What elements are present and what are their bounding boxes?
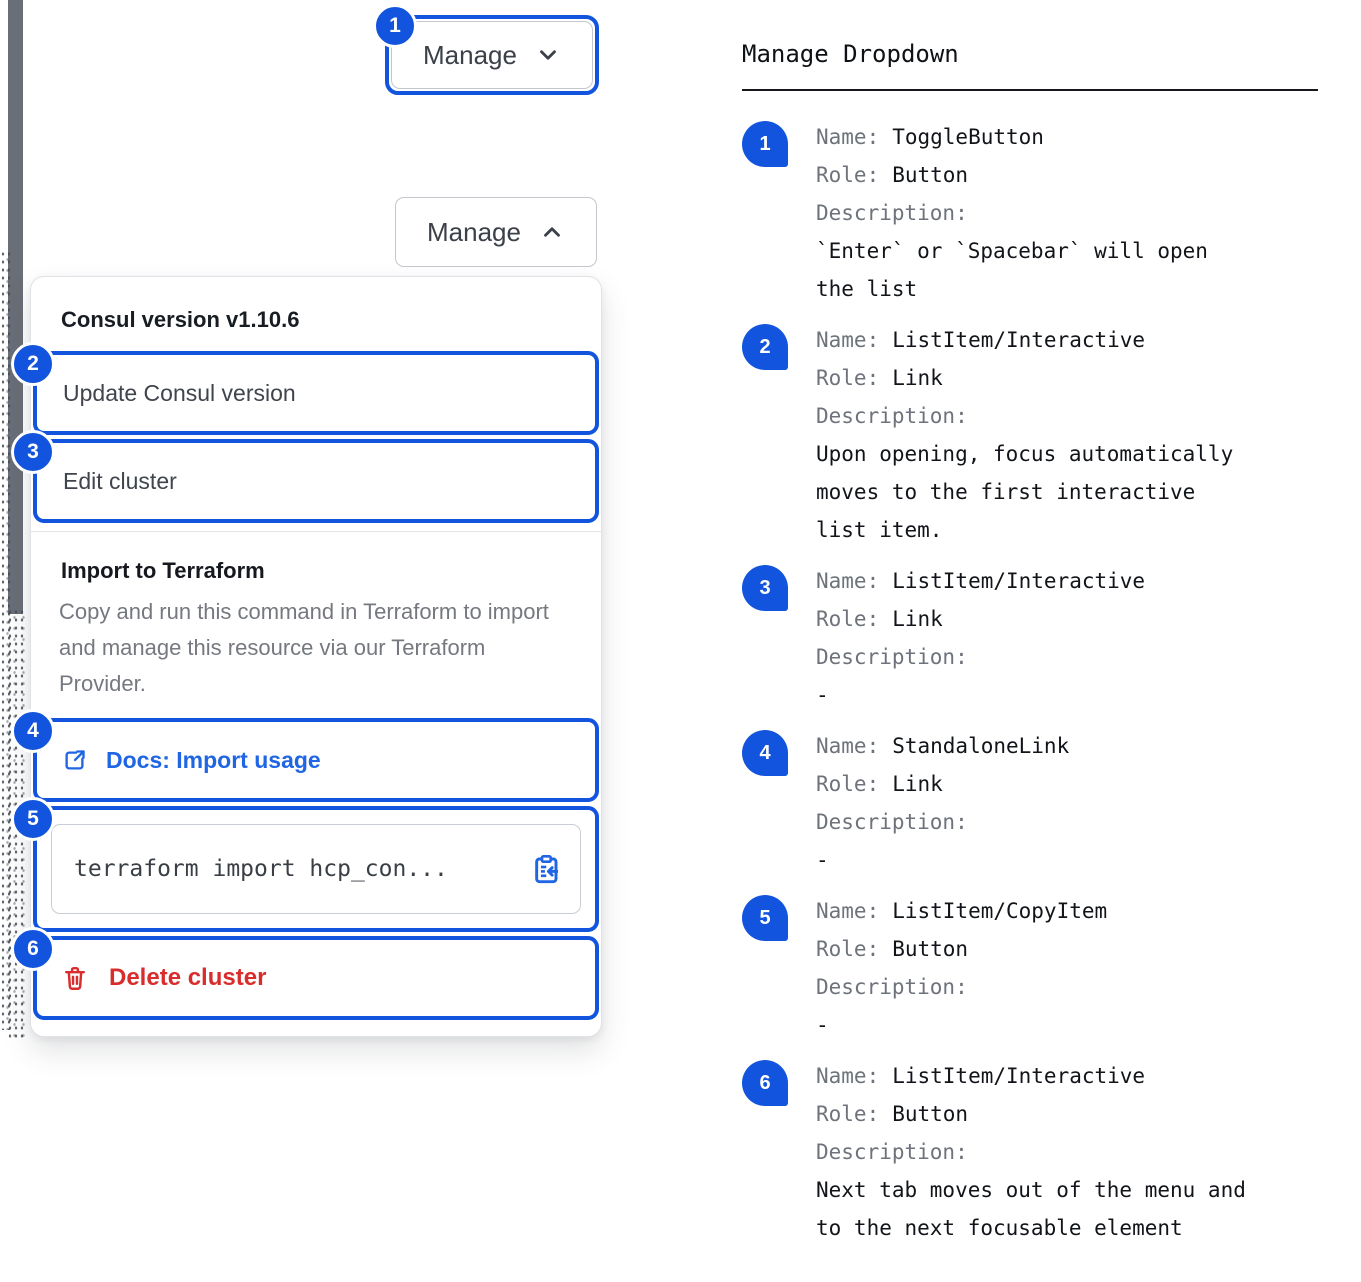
annotation-badge-1: 1 bbox=[373, 4, 417, 48]
description-label: Description: bbox=[816, 975, 968, 999]
focus-ring: Manage bbox=[385, 15, 599, 95]
description-value: - bbox=[816, 1013, 829, 1037]
annotation-legend: Manage Dropdown 1 Name: ToggleButton Role… bbox=[742, 40, 1342, 1260]
legend-divider bbox=[742, 89, 1318, 91]
menu-divider bbox=[31, 531, 601, 532]
role-label: Role: bbox=[816, 607, 880, 631]
clipboard-copy-icon[interactable] bbox=[530, 853, 562, 885]
trash-icon bbox=[65, 966, 85, 990]
role-label: Role: bbox=[816, 366, 880, 390]
name-label: Name: bbox=[816, 899, 880, 923]
consul-version-label: Consul version v1.10.6 bbox=[61, 307, 300, 332]
import-section-title: Import to Terraform bbox=[61, 558, 265, 583]
name-value: ListItem/CopyItem bbox=[892, 899, 1108, 923]
name-label: Name: bbox=[816, 125, 880, 149]
annotation-badge-5: 5 bbox=[11, 797, 55, 841]
role-value: Link bbox=[892, 366, 943, 390]
legend-item: 2 Name: ListItem/Interactive Role: Link De… bbox=[742, 321, 1342, 549]
annotation-badge-6: 6 bbox=[11, 927, 55, 971]
description-value: `Enter` or `Spacebar` will open the list bbox=[816, 239, 1208, 301]
description-value: - bbox=[816, 683, 829, 707]
name-value: ListItem/Interactive bbox=[892, 1064, 1146, 1088]
name-label: Name: bbox=[816, 1064, 880, 1088]
role-value: Button bbox=[892, 937, 969, 961]
legend-item: 3 Name: ListItem/Interactive Role: Link De… bbox=[742, 562, 1342, 714]
annotation-badge-4: 4 bbox=[742, 730, 788, 776]
docs-import-usage-link[interactable]: Docs: Import usage bbox=[37, 722, 595, 798]
name-label: Name: bbox=[816, 569, 880, 593]
role-label: Role: bbox=[816, 1102, 880, 1126]
manage-toggle-button[interactable]: Manage bbox=[391, 21, 593, 89]
legend-title: Manage Dropdown bbox=[742, 40, 959, 68]
role-value: Link bbox=[892, 772, 943, 796]
external-link-icon bbox=[65, 749, 85, 770]
annotation-outline-6: 6 Delete cluster bbox=[11, 927, 599, 1020]
manage-dropdown-menu: Consul version v1.10.6 2 Update Consul v… bbox=[11, 276, 602, 1037]
delete-cluster-label: Delete cluster bbox=[109, 964, 267, 991]
role-label: Role: bbox=[816, 772, 880, 796]
role-value: Button bbox=[892, 1102, 969, 1126]
annotation-badge-2: 2 bbox=[11, 342, 55, 386]
description-value: - bbox=[816, 848, 829, 872]
role-label: Role: bbox=[816, 937, 880, 961]
legend-item: 4 Name: StandaloneLink Role: Link Descript… bbox=[742, 727, 1342, 879]
terraform-import-command: terraform import hcp_con... bbox=[74, 856, 448, 882]
annotation-badge-3: 3 bbox=[742, 565, 788, 611]
role-value: Button bbox=[892, 163, 969, 187]
menu-item-delete-cluster[interactable]: Delete cluster bbox=[37, 940, 595, 1016]
description-label: Description: bbox=[816, 201, 968, 225]
annotation-outline-5: 5 terraform import hcp_con... bbox=[11, 797, 599, 932]
annotation-badge-1: 1 bbox=[742, 121, 788, 167]
description-label: Description: bbox=[816, 404, 968, 428]
copy-item-row: terraform import hcp_con... bbox=[37, 810, 595, 928]
description-value: Upon opening, focus automatically moves … bbox=[816, 442, 1234, 542]
description-value: Next tab moves out of the menu and to th… bbox=[816, 1178, 1246, 1240]
annotation-outline-3: 3 Edit cluster bbox=[11, 430, 599, 523]
menu-item-edit-cluster[interactable]: Edit cluster bbox=[63, 467, 177, 494]
legend-item: 5 Name: ListItem/CopyItem Role: Button Des… bbox=[742, 892, 1342, 1044]
description-label: Description: bbox=[816, 810, 968, 834]
chevron-up-icon bbox=[544, 227, 560, 237]
manage-toggle-label: Manage bbox=[427, 216, 521, 247]
annotation-badge-3: 3 bbox=[11, 430, 55, 474]
description-label: Description: bbox=[816, 645, 968, 669]
legend-item: 1 Name: ToggleButton Role: Button Descript… bbox=[742, 118, 1342, 308]
manage-toggle-button-open[interactable]: Manage bbox=[395, 197, 597, 267]
docs-link-label: Docs: Import usage bbox=[106, 746, 321, 773]
annotation-outline-4: 4 Docs: Import usage bbox=[11, 709, 599, 802]
manage-toggle-label: Manage bbox=[423, 39, 517, 70]
annotation-badge-6: 6 bbox=[742, 1060, 788, 1106]
name-value: StandaloneLink bbox=[892, 734, 1070, 758]
name-label: Name: bbox=[816, 734, 880, 758]
name-value: ListItem/Interactive bbox=[892, 328, 1146, 352]
menu-item-update-consul-version[interactable]: Update Consul version bbox=[63, 379, 296, 406]
annotation-badge-2: 2 bbox=[742, 324, 788, 370]
import-section-description: Copy and run this command in Terraform t… bbox=[59, 599, 549, 696]
description-label: Description: bbox=[816, 1140, 968, 1164]
annotation-outline-2: 2 Update Consul version bbox=[11, 342, 599, 435]
name-value: ToggleButton bbox=[892, 125, 1044, 149]
name-value: ListItem/Interactive bbox=[892, 569, 1146, 593]
annotation-badge-4: 4 bbox=[11, 709, 55, 753]
terraform-import-copy-field[interactable]: terraform import hcp_con... bbox=[51, 824, 581, 914]
chevron-down-icon bbox=[540, 50, 556, 60]
name-label: Name: bbox=[816, 328, 880, 352]
legend-item: 6 Name:ListItem/Interactive Role:Button … bbox=[742, 1057, 1342, 1247]
role-value: Link bbox=[892, 607, 943, 631]
annotation-badge-5: 5 bbox=[742, 895, 788, 941]
role-label: Role: bbox=[816, 163, 880, 187]
